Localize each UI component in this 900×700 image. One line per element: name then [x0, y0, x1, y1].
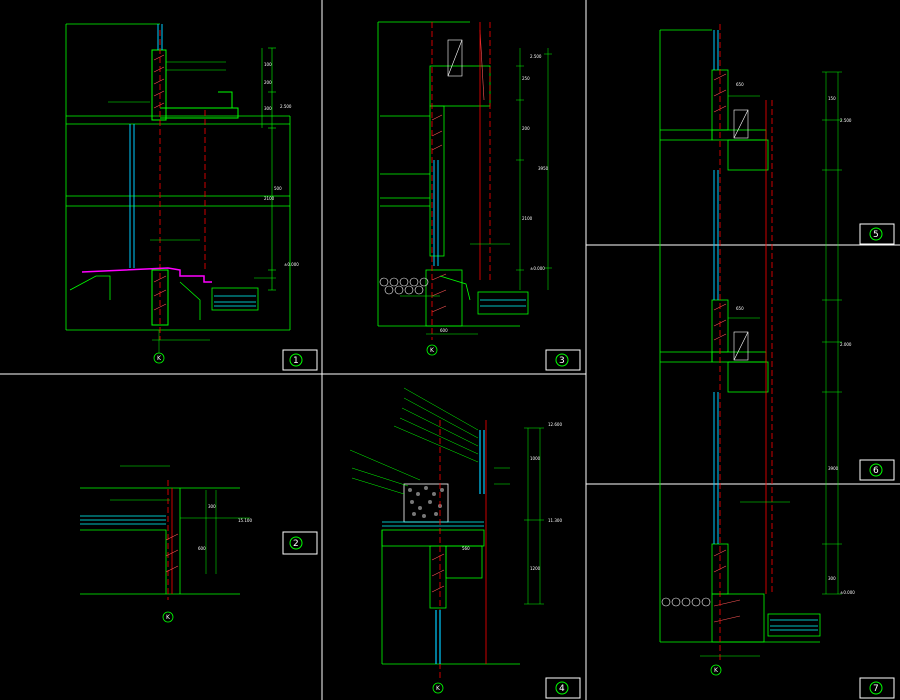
- detail-number-6: 6: [873, 466, 879, 476]
- detail-number-3: 3: [559, 356, 565, 366]
- dim-2a: 300: [208, 504, 216, 509]
- detail-2: [80, 465, 318, 623]
- dim-3e: 600: [440, 328, 448, 333]
- dim-3c: 3950: [538, 166, 549, 171]
- dim-1c: 300: [264, 106, 272, 111]
- dim-1a: 100: [264, 62, 272, 67]
- dim-4b: 1200: [530, 566, 541, 571]
- elevation-4a: 12.600: [548, 422, 562, 427]
- dim-6b: 3900: [828, 466, 839, 471]
- detail-number-1: 1: [293, 356, 299, 366]
- elevation-5: 2.500: [840, 118, 852, 123]
- elevation-4b: 11.300: [548, 518, 562, 523]
- elevation-3a: 2.500: [530, 54, 542, 59]
- detail-number-2: 2: [293, 539, 299, 549]
- detail-3: [377, 21, 581, 371]
- detail-number-7: 7: [873, 684, 879, 694]
- axis-label-7: K: [714, 667, 719, 674]
- elevation-1a: 2.500: [280, 104, 292, 109]
- dim-4a: 1000: [530, 456, 541, 461]
- detail-number-4: 4: [559, 684, 565, 694]
- detail-4: [349, 387, 581, 699]
- dim-1e: 2100: [264, 196, 275, 201]
- elevation-7: ±0.000: [840, 590, 855, 595]
- axis-label-4: K: [436, 685, 441, 692]
- dim-3b: 200: [522, 126, 530, 131]
- elevation-3b: ±0.000: [530, 266, 545, 271]
- dim-2b: 600: [198, 546, 206, 551]
- elevation-1b: ±0.000: [284, 262, 299, 267]
- dim-4c: 560: [462, 546, 470, 551]
- elevation-6: 2.000: [840, 342, 852, 347]
- detail-number-5: 5: [873, 230, 879, 240]
- axis-label-2: K: [166, 614, 171, 621]
- dim-6a: 650: [736, 306, 744, 311]
- detail-5-6-7: [659, 24, 895, 699]
- dim-1b: 200: [264, 80, 272, 85]
- dim-7a: 300: [828, 576, 836, 581]
- axis-label-1: K: [157, 355, 162, 362]
- dim-5b: 150: [828, 96, 836, 101]
- dim-3d: 2100: [522, 216, 533, 221]
- dim-3a: 250: [522, 76, 530, 81]
- axis-label-3: K: [430, 347, 435, 354]
- dim-1d: 500: [274, 186, 282, 191]
- elevation-2: 15.100: [238, 518, 252, 523]
- dim-5a: 650: [736, 82, 744, 87]
- detail-1: [65, 23, 318, 371]
